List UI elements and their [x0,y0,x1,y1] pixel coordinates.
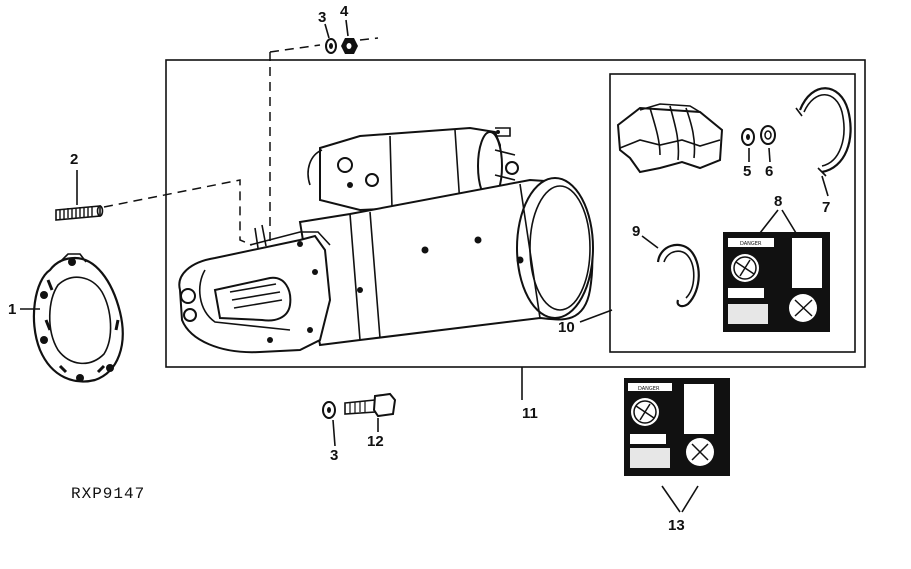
callout-4: 4 [340,3,349,20]
danger-decal-text-2: DANGER [638,386,660,392]
starter-assembly-frame [165,59,866,368]
callout-2: 2 [70,151,78,168]
callout-8: 8 [774,193,782,210]
figure-code: RXP9147 [71,485,145,503]
callout-3: 3 [318,9,326,26]
callout-10: 10 [558,319,575,336]
callout-3-lower: 3 [330,447,338,464]
top-nut-washer [324,19,358,54]
callout-6: 6 [765,163,773,180]
snap-ring-large [795,87,852,197]
lower-washer-bolt [322,392,397,447]
callout-12: 12 [367,433,384,450]
callout-1: 1 [8,301,16,318]
stud-part [55,170,104,221]
repair-kit-frame [609,73,856,353]
callout-9: 9 [632,223,640,240]
danger-decal-text: DANGER [740,241,762,247]
snap-ring-small [641,235,700,308]
callout-7: 7 [822,199,830,216]
terminal-cover-part [616,103,724,174]
starter-motor [178,126,594,354]
danger-decal-kit: DANGER [723,209,830,332]
callout-5: 5 [743,163,751,180]
callout-11: 11 [522,405,538,422]
gasket-part [32,253,124,383]
danger-decal-standalone: DANGER [624,378,730,513]
kit-washer-nut [741,125,776,163]
callout-13: 13 [668,517,685,534]
alignment-guides [103,37,379,248]
